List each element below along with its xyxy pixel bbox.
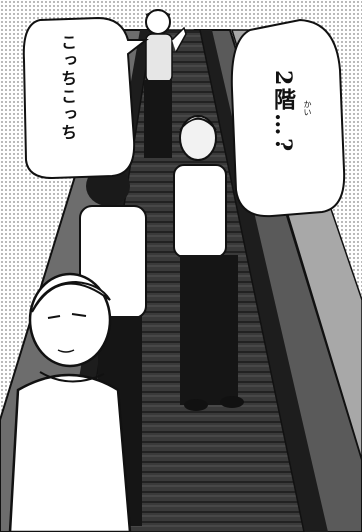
speech-bubble-left <box>22 16 149 180</box>
figure-foreground <box>8 272 132 532</box>
speech-text-right: 2階…? <box>270 70 296 155</box>
speech-text-left: こっちこっち <box>58 34 77 142</box>
speech-bubble-right <box>230 18 346 218</box>
speech-text-right-ruby: かい <box>303 100 312 116</box>
right-handrail <box>200 30 328 532</box>
figure-waving-top <box>144 9 187 158</box>
figure-middle-light-hair <box>173 115 244 411</box>
